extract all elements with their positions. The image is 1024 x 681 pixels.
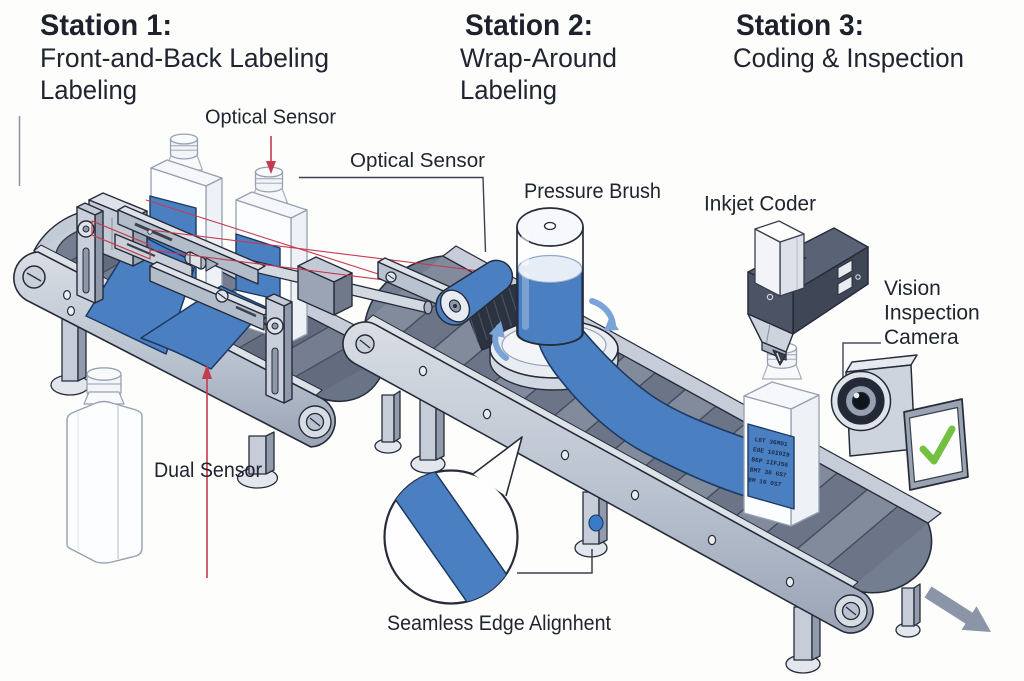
svg-text:Vision: Vision (884, 277, 941, 300)
svg-text:Optical Sensor: Optical Sensor (350, 149, 485, 172)
svg-text:Coding & Inspection: Coding & Inspection (733, 43, 964, 73)
svg-text:Station 2:: Station 2: (465, 9, 593, 42)
svg-text:Station 1:: Station 1: (40, 9, 172, 42)
svg-text:Seamless Edge Alignhent: Seamless Edge Alignhent (387, 611, 611, 635)
svg-text:Optical Sensor: Optical Sensor (205, 107, 336, 129)
svg-text:Camera: Camera (884, 326, 959, 349)
svg-text:Front-and-Back Labeling: Front-and-Back Labeling (40, 43, 329, 73)
svg-text:Dual Sensor: Dual Sensor (154, 459, 262, 482)
svg-text:Inkjet Coder: Inkjet Coder (704, 193, 816, 216)
svg-text:Station 3:: Station 3: (736, 9, 864, 42)
svg-text:Labeling: Labeling (40, 75, 137, 105)
svg-text:Wrap-Around: Wrap-Around (460, 43, 617, 73)
svg-text:Inspection: Inspection (884, 302, 980, 325)
svg-text:Pressure Brush: Pressure Brush (524, 180, 661, 203)
svg-text:Labeling: Labeling (460, 75, 557, 105)
